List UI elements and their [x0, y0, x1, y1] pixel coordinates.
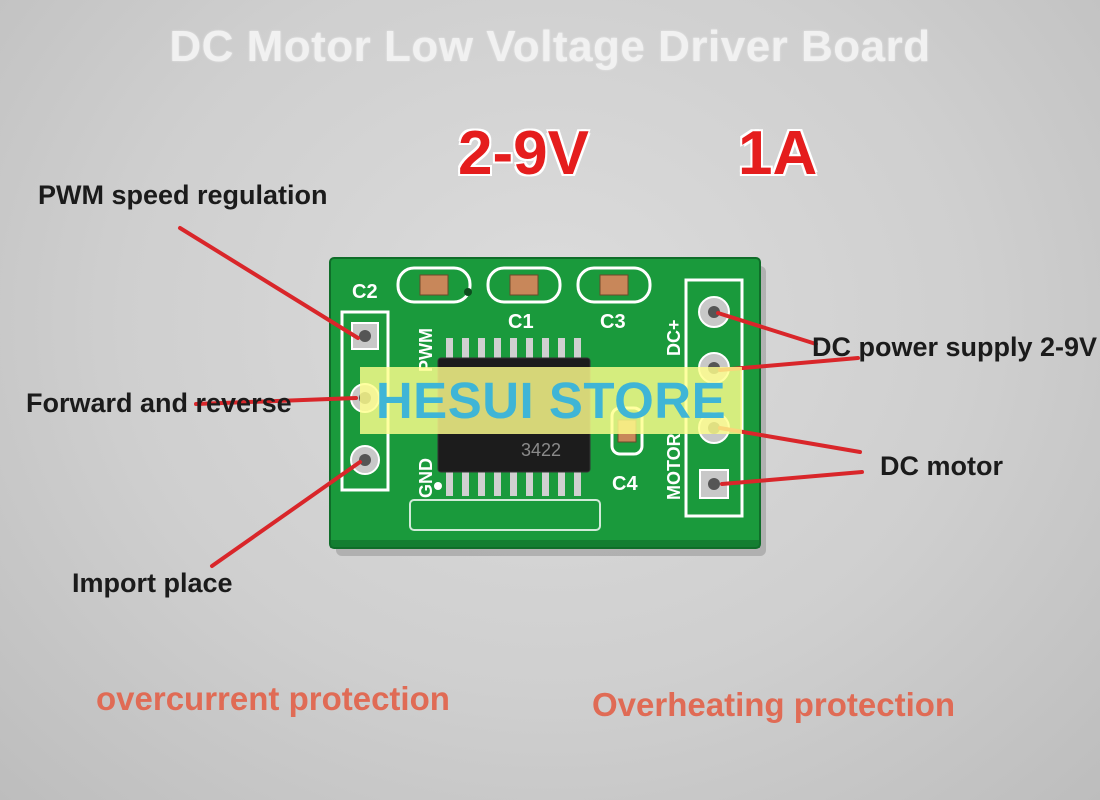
- pad-motor-b-hole: [708, 478, 720, 490]
- watermark-text: HESUI STORE: [375, 372, 727, 429]
- ic-pins-bottom: [446, 470, 581, 496]
- cap-c2-outline: [396, 266, 472, 304]
- line-motor-a: [718, 426, 862, 454]
- cap-c3: [599, 274, 629, 296]
- line-import: [210, 460, 362, 568]
- silk-gnd: GND: [416, 458, 436, 498]
- line-power-plus: [716, 311, 818, 346]
- ic-pins-top: [446, 338, 581, 362]
- label-import-place: Import place: [72, 568, 233, 598]
- pad-dc-plus-hole: [708, 306, 720, 318]
- pin1-marker: [434, 482, 442, 490]
- pad-gnd-hole: [359, 454, 371, 466]
- label-forward-reverse: Forward and reverse: [26, 388, 292, 418]
- watermark-banner: HESUI STORE: [360, 367, 742, 434]
- silk-motor: MOTOR: [664, 433, 684, 500]
- silk-c2: C2: [352, 281, 378, 303]
- callout-lines: [178, 226, 864, 568]
- silk-chip-code: 3422: [521, 440, 561, 460]
- label-dc-power: DC power supply 2-9V: [812, 332, 1098, 362]
- overheating-protection: Overheating protection: [592, 686, 956, 723]
- silk-pwm: PWM: [416, 328, 436, 372]
- page-title: DC Motor Low Voltage Driver Board: [169, 22, 931, 71]
- label-dc-motor: DC motor: [880, 451, 1003, 481]
- overcurrent-protection: overcurrent protection: [96, 680, 450, 717]
- cap-c2: [419, 274, 449, 296]
- silk-c3: C3: [600, 311, 626, 333]
- cap-c1-outline: [486, 266, 562, 304]
- silk-c1: C1: [508, 311, 534, 333]
- line-motor-b: [720, 470, 864, 486]
- pcb-edge: [330, 540, 760, 548]
- line-pwm: [178, 226, 360, 340]
- pad-pwm-hole: [359, 330, 371, 342]
- ic-outline: [409, 499, 601, 531]
- cap-c3-outline: [576, 266, 652, 304]
- voltage-spec: 2-9V: [458, 119, 589, 188]
- line-power-minus: [718, 356, 860, 372]
- via: [464, 288, 472, 296]
- current-spec: 1A: [738, 119, 818, 188]
- silk-c4: C4: [612, 473, 638, 495]
- label-pwm-speed: PWM speed regulation: [38, 180, 328, 210]
- silk-dc-plus: DC+: [664, 319, 684, 356]
- cap-c1: [509, 274, 539, 296]
- line-direction: [194, 396, 358, 406]
